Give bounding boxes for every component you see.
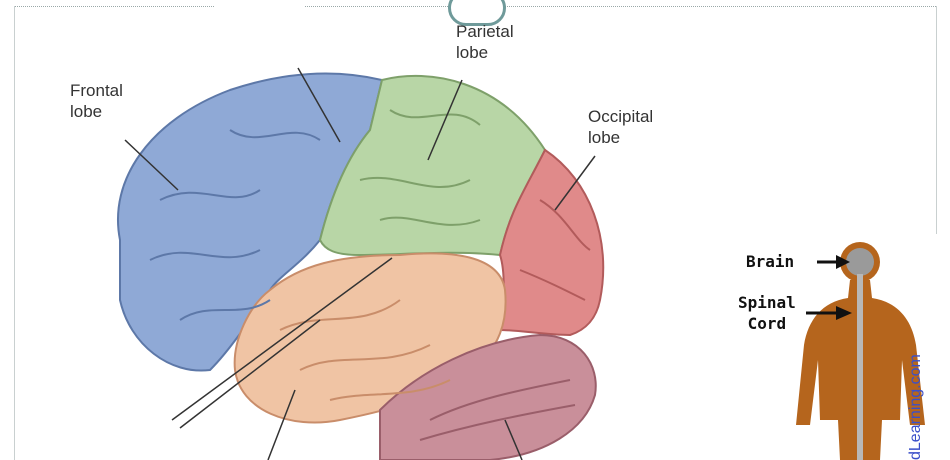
frontal-lobe-label: Frontal lobe — [70, 81, 123, 121]
occipital-lobe-region — [498, 148, 605, 337]
temporal-leader-line — [267, 389, 296, 460]
spinal-cord-figure-label: Spinal Cord — [738, 293, 796, 333]
source-watermark: dLearning.com — [907, 354, 924, 460]
brain-figure-label: Brain — [746, 252, 795, 271]
occipital-lobe-label: Occipital lobe — [588, 107, 654, 147]
cerebellum-leader-line — [504, 419, 523, 460]
occipital-leader-line — [554, 155, 596, 211]
spinal-arrow — [836, 306, 852, 320]
parietal-leader-line — [427, 79, 463, 161]
brain-highlight — [846, 248, 874, 276]
central-leader-line — [297, 67, 341, 143]
slide-ornament — [448, 0, 506, 26]
brain-arrow — [836, 255, 850, 269]
lateral-leader-line-2 — [179, 319, 321, 429]
human-figure — [796, 242, 925, 460]
slide-border-left — [14, 6, 15, 460]
spinal-cord — [857, 274, 863, 460]
parietal-lobe-region — [318, 74, 547, 257]
border-gap — [214, 0, 304, 40]
frontal-leader-line — [124, 139, 179, 191]
parietal-lobe-label: Parietal lobe — [456, 22, 514, 62]
lateral-leader-line-1 — [171, 257, 393, 421]
slide-border-right — [936, 6, 937, 234]
